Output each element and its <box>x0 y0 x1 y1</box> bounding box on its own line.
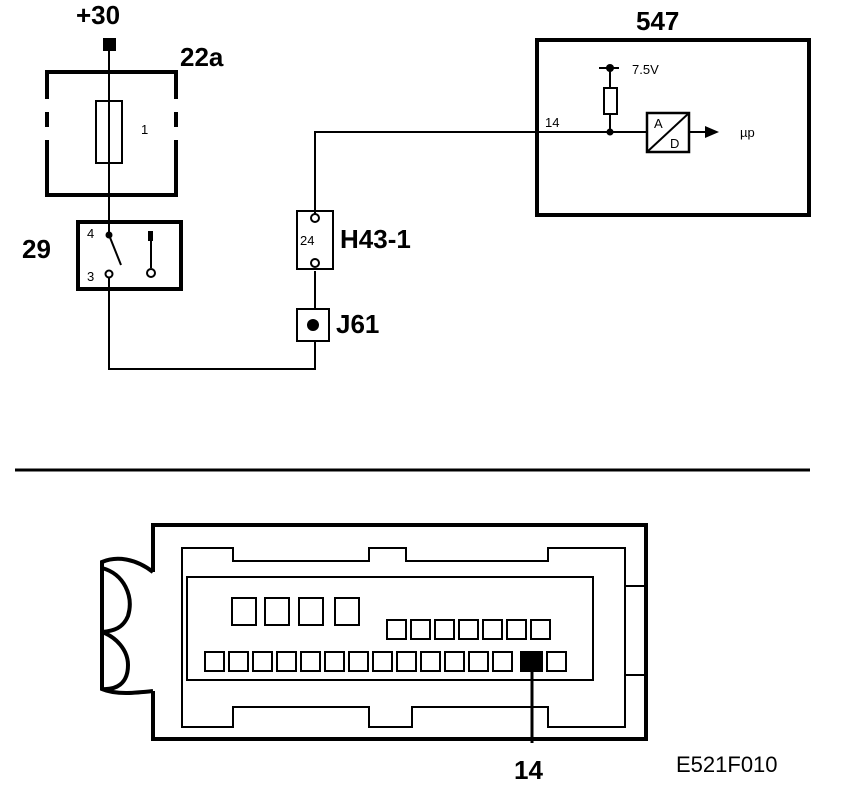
output-label: µp <box>740 125 755 140</box>
pullup-resistor <box>599 64 619 136</box>
ad-bottom-label: D <box>670 136 679 151</box>
ad-top-label: A <box>654 116 663 131</box>
callout-pin-label: 14 <box>514 755 543 785</box>
junction-label: J61 <box>336 309 379 339</box>
ground-wire <box>108 291 316 370</box>
control-unit-547 <box>535 38 811 217</box>
fuse-box-label: 22a <box>180 42 224 72</box>
switch-pin-4: 4 <box>87 226 94 241</box>
output-arrow <box>705 126 719 138</box>
ad-converter <box>645 111 691 154</box>
connector-label: H43-1 <box>340 224 411 254</box>
figure-code: E521F010 <box>676 752 778 777</box>
connector-pin: 24 <box>300 233 314 248</box>
supply-label: +30 <box>76 0 120 30</box>
switch-label: 29 <box>22 234 51 264</box>
signal-wire <box>314 131 612 214</box>
switch-29 <box>76 220 183 291</box>
control-unit-label: 547 <box>636 6 679 36</box>
supply-terminal <box>103 38 116 51</box>
control-unit-pin: 14 <box>545 115 559 130</box>
fuse-box-22a <box>45 70 178 197</box>
voltage-label: 7.5V <box>632 62 659 77</box>
junction-j61 <box>296 308 330 342</box>
fuse-number: 1 <box>141 122 148 137</box>
switch-pin-3: 3 <box>87 269 94 284</box>
connector-face <box>100 523 648 741</box>
highlighted-pin-14 <box>520 651 543 672</box>
